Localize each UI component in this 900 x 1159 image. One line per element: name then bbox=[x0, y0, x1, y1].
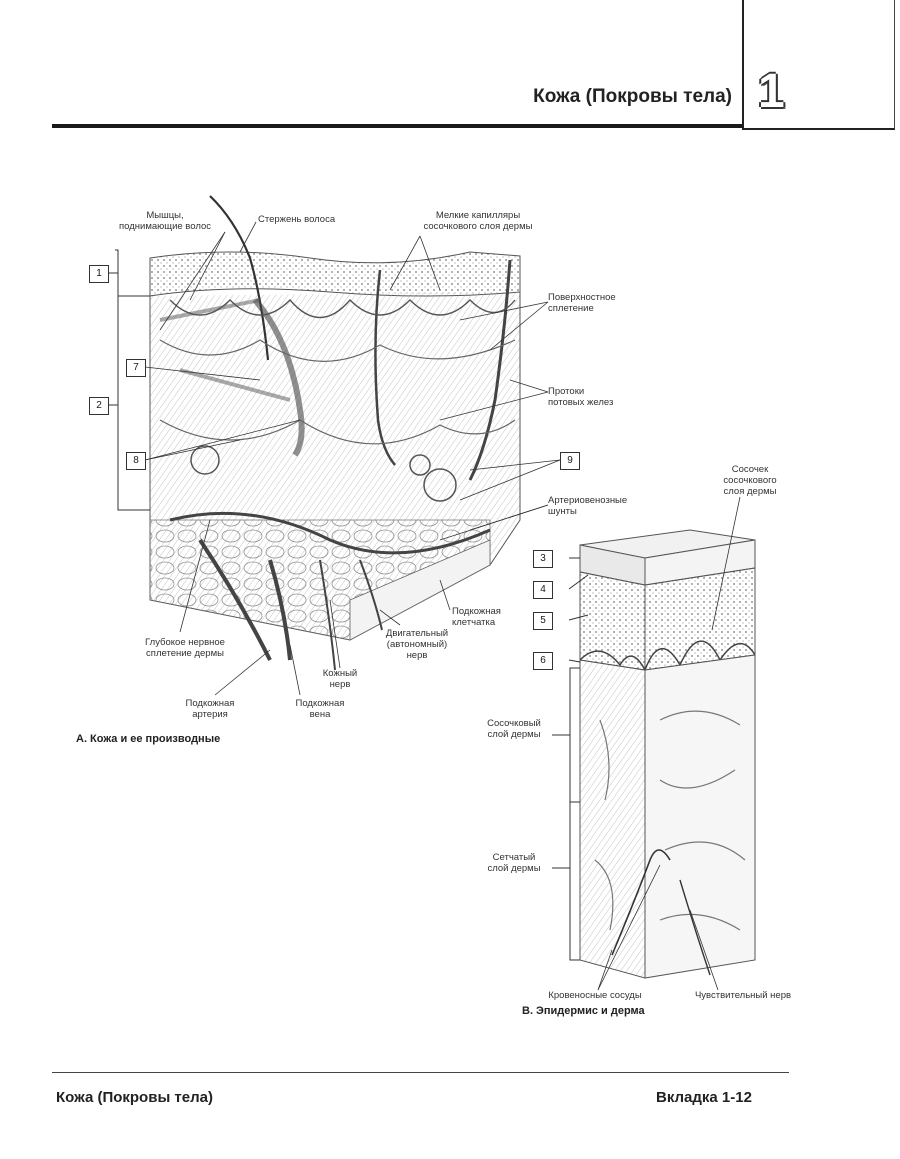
chapter-tab bbox=[742, 0, 895, 130]
figure-a-box-7: 7 bbox=[126, 359, 146, 377]
label-reticular-layer: Сетчатый слой дермы bbox=[487, 852, 541, 874]
header-rule bbox=[52, 124, 742, 128]
footer-title: Кожа (Покровы тела) bbox=[56, 1089, 213, 1106]
label-sweat-ducts: Протоки потовых желез bbox=[548, 386, 614, 408]
chapter-number: 1 bbox=[758, 65, 785, 118]
figure-b-box-3: 3 bbox=[533, 550, 553, 568]
figure-a-box-2: 2 bbox=[89, 397, 109, 415]
footer-plate-number: Вкладка 1-12 bbox=[656, 1089, 752, 1106]
label-superficial-plexus: Поверхностное сплетение bbox=[548, 292, 616, 314]
figure-b-drawing bbox=[552, 496, 756, 991]
label-subcutaneous-vein: Подкожная вена bbox=[295, 698, 345, 720]
label-blood-vessels: Кровеносные сосуды bbox=[548, 990, 642, 1001]
label-cutaneous-nerve: Кожный нерв bbox=[322, 668, 358, 690]
label-subcutaneous-artery: Подкожная артерия bbox=[185, 698, 235, 720]
label-sensory-nerve: Чувствительный нерв bbox=[694, 990, 792, 1001]
figure-b-box-5: 5 bbox=[533, 612, 553, 630]
footer-rule bbox=[52, 1072, 789, 1073]
figure-a-caption: A. Кожа и ее производные bbox=[76, 733, 221, 745]
figure-b-caption: B. Эпидермис и дерма bbox=[522, 1005, 645, 1017]
figure-a-box-8: 8 bbox=[126, 452, 146, 470]
label-subcutaneous-tissue: Подкожная клетчатка bbox=[452, 606, 501, 628]
label-dermal-papilla: Сосочек сосочкового слоя дермы bbox=[723, 464, 777, 497]
figure-a-drawing bbox=[107, 195, 561, 696]
label-deep-plexus: Глубокое нервное сплетение дермы bbox=[145, 637, 225, 659]
label-arrector-muscles: Мышцы, поднимающие волос bbox=[119, 210, 211, 232]
label-hair-shaft: Стержень волоса bbox=[258, 214, 336, 225]
label-capillaries: Мелкие капилляры сосочкового слоя дермы bbox=[423, 210, 533, 232]
page-title: Кожа (Покровы тела) bbox=[533, 86, 732, 107]
label-papillary-layer: Сосочковый слой дермы bbox=[487, 718, 541, 740]
figure-a-box-1: 1 bbox=[89, 265, 109, 283]
label-motor-nerve: Двигательный (автономный) нерв bbox=[385, 628, 449, 661]
figure-b-box-6: 6 bbox=[533, 652, 553, 670]
label-av-shunts: Артериовенозные шунты bbox=[548, 495, 628, 517]
figure-a-box-9: 9 bbox=[560, 452, 580, 470]
figure-b-box-4: 4 bbox=[533, 581, 553, 599]
